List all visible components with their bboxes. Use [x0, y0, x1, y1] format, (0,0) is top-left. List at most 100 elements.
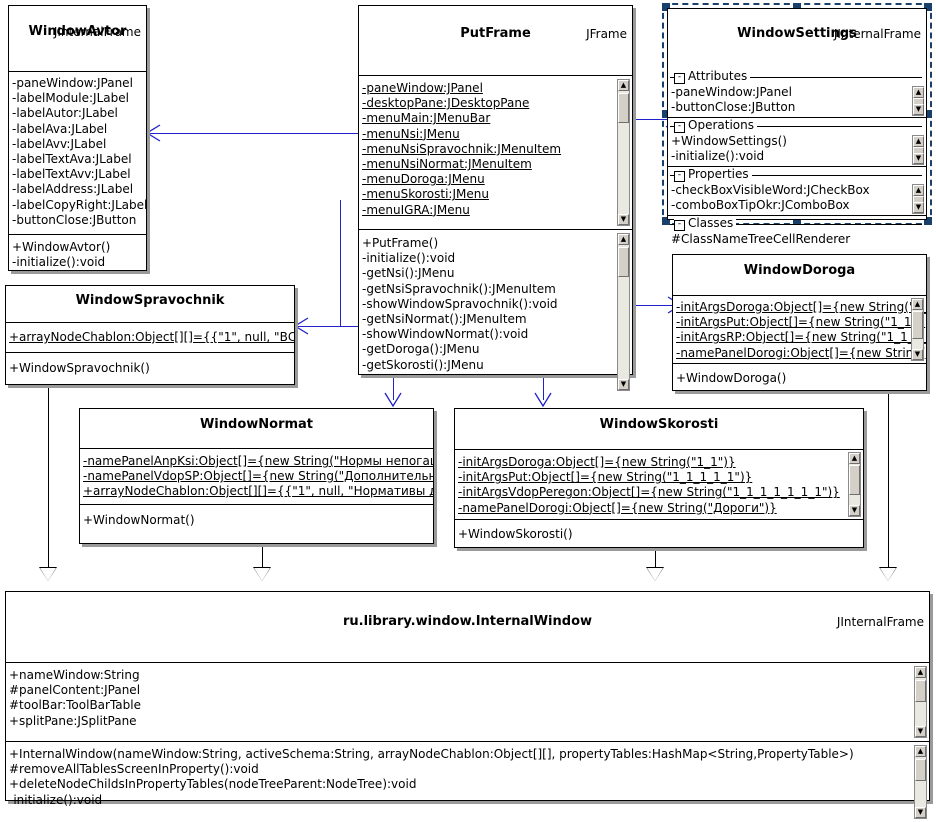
attribute-row: -menuSkorosti:JMenu [362, 187, 489, 202]
class-header-window-avtor: JInternalFrame WindowAvtor [9, 24, 146, 72]
class-name-label: WindowNormat [199, 417, 314, 432]
attributes-compartment-window-settings: -paneWindow:JPanel -buttonClose:JButton … [668, 85, 926, 118]
attributes-scrollbar-window-doroga[interactable]: ▲ ▼ [911, 298, 924, 361]
scrollbar-thumb[interactable] [849, 465, 860, 495]
scrollbar-thumb[interactable] [915, 680, 926, 702]
scroll-down-icon[interactable]: ▼ [913, 153, 924, 164]
group-header-operations[interactable]: -Operations [668, 118, 926, 134]
operations-compartment-window-normat: +WindowNormat() [80, 505, 433, 551]
operations-compartment-window-skorosti: +WindowSkorosti() [455, 520, 863, 555]
group-header-properties[interactable]: -Properties [668, 167, 926, 183]
scroll-down-icon[interactable]: ▼ [913, 202, 924, 213]
class-box-put-frame[interactable]: JFrame PutFrame -paneWindow:JPanel -desk… [358, 5, 633, 391]
scroll-up-icon[interactable]: ▲ [915, 667, 926, 678]
arrowhead-to-windownormat [384, 392, 402, 408]
collapse-toggle-icon[interactable]: - [674, 73, 685, 84]
class-box-window-doroga[interactable]: WindowDoroga -initArgsDoroga:Object[]={n… [672, 254, 927, 391]
scroll-down-icon[interactable]: ▼ [913, 104, 924, 115]
class-name-label: WindowSkorosti [599, 417, 719, 432]
attributes-compartment-window-doroga: -initArgsDoroga:Object[]={new String("1_… [673, 296, 926, 364]
class-box-window-skorosti[interactable]: WindowSkorosti -initArgsDoroga:Object[]=… [454, 408, 864, 548]
scroll-up-icon[interactable]: ▲ [913, 185, 924, 196]
attributes-scrollbar-window-settings[interactable]: ▲ ▼ [912, 86, 924, 116]
operation-row: +WindowSkorosti() [458, 527, 573, 541]
scrollbar-thumb[interactable] [618, 93, 629, 123]
scroll-down-icon[interactable]: ▼ [618, 214, 629, 225]
operations-scrollbar-put-frame[interactable]: ▲ ▼ [617, 233, 630, 391]
scroll-down-icon[interactable]: ▼ [849, 505, 860, 516]
attributes-scrollbar-put-frame[interactable]: ▲ ▼ [617, 79, 630, 226]
class-box-window-settings[interactable]: JInternalFrame WindowSettings -Attribute… [662, 3, 932, 246]
generalization-doroga-line [888, 390, 889, 567]
selection-handle-top-right[interactable] [924, 3, 932, 11]
selection-handle-top-left[interactable] [662, 3, 670, 11]
collapse-toggle-icon[interactable]: - [674, 220, 685, 231]
attributes-scrollbar-window-skorosti[interactable]: ▲ ▼ [848, 452, 861, 517]
selection-handle-bottom-right[interactable] [924, 217, 932, 225]
selection-handle-bottom-left[interactable] [662, 217, 670, 225]
operations-compartment-window-avtor: +WindowAvtor() -initialize():void [9, 235, 146, 289]
scroll-down-icon[interactable]: ▼ [915, 807, 926, 818]
group-header-classes[interactable]: -Classes [668, 216, 926, 232]
attribute-row: -buttonClose:JButton [671, 100, 796, 115]
properties-scrollbar-window-settings[interactable]: ▲ ▼ [912, 184, 924, 214]
class-box-window-avtor[interactable]: JInternalFrame WindowAvtor -paneWindow:J… [8, 5, 147, 271]
attribute-row: -labelTextAva:JLabel [12, 152, 132, 167]
operations-compartment-window-spravochnik: +WindowSpravochnik() [6, 353, 294, 391]
classes-compartment-window-settings: #ClassNameTreeCellRenderer [668, 232, 926, 250]
scroll-up-icon[interactable]: ▲ [912, 299, 923, 310]
scroll-up-icon[interactable]: ▲ [915, 746, 926, 757]
scroll-down-icon[interactable]: ▼ [915, 726, 926, 737]
class-box-internal-window[interactable]: JInternalFrame ru.library.window.Interna… [5, 591, 930, 819]
attributes-compartment-put-frame: -paneWindow:JPanel -desktopPane:JDesktop… [359, 76, 632, 230]
attribute-row: #panelContent:JPanel [9, 683, 141, 698]
group-label: Classes [688, 216, 734, 230]
attribute-row: -menuNsiNormat:JMenuItem [362, 157, 532, 172]
class-header-window-doroga: WindowDoroga [673, 263, 926, 296]
scroll-up-icon[interactable]: ▲ [913, 87, 924, 98]
stereotype-label: JInternalFrame [833, 27, 921, 41]
class-header-window-skorosti: WindowSkorosti [455, 417, 863, 450]
attribute-row: -initArgsRP:Object[]={new String("1_1_2_ [676, 330, 926, 345]
scrollbar-thumb[interactable] [915, 759, 926, 781]
attribute-row: #toolBar:ToolBarTable [9, 698, 141, 713]
selection-handle-middle-right[interactable] [924, 110, 932, 118]
operation-row: -getNsiSpravochnik():JMenuItem [362, 281, 556, 296]
scroll-down-icon[interactable]: ▼ [618, 379, 629, 390]
class-name-label: WindowSpravochnik [75, 293, 225, 308]
attributes-compartment-window-spravochnik: +arrayNodeChablon:Object[][]={{"1", null… [6, 323, 294, 353]
attribute-row: -buttonClose:JButton [12, 212, 137, 227]
class-box-window-normat[interactable]: WindowNormat -namePanelAnpKsi:Object[]={… [79, 408, 434, 544]
generalization-skorosti-line [655, 548, 656, 567]
selection-handle-bottom-center[interactable] [793, 217, 801, 225]
operations-scrollbar-window-settings[interactable]: ▲ ▼ [912, 135, 924, 165]
attribute-row: -labelModule:JLabel [12, 91, 129, 106]
generalization-normat-line [262, 544, 263, 567]
attribute-row: -initArgsDoroga:Object[]={new String("1_… [458, 455, 736, 469]
group-label: Properties [688, 167, 749, 181]
attributes-scrollbar-internal-window[interactable]: ▲ ▼ [914, 666, 927, 738]
scrollbar-thumb[interactable] [618, 247, 629, 277]
collapse-toggle-icon[interactable]: - [674, 122, 685, 133]
scroll-up-icon[interactable]: ▲ [913, 136, 924, 147]
class-body-window-settings: JInternalFrame WindowSettings -Attribute… [667, 8, 927, 246]
operations-scrollbar-internal-window[interactable]: ▲ ▼ [914, 745, 927, 819]
selection-handle-top-center[interactable] [793, 3, 801, 11]
dependency-putframe-spravochnik-vert [340, 200, 341, 326]
attribute-row: -menuDoroga:JMenu [362, 172, 485, 187]
class-box-window-spravochnik[interactable]: WindowSpravochnik +arrayNodeChablon:Obje… [5, 285, 295, 385]
attribute-row: +splitPane:JSplitPane [9, 713, 137, 728]
scroll-up-icon[interactable]: ▲ [618, 80, 629, 91]
stereotype-label: JInternalFrame [53, 25, 141, 39]
class-name-label: WindowSettings [737, 26, 857, 41]
group-header-attributes[interactable]: -Attributes [668, 69, 926, 85]
attribute-row: -namePanelDorogi:Object[]={new String(" [676, 345, 926, 360]
scrollbar-thumb[interactable] [912, 311, 923, 339]
collapse-toggle-icon[interactable]: - [674, 171, 685, 182]
selection-handle-middle-left[interactable] [662, 110, 670, 118]
scroll-up-icon[interactable]: ▲ [849, 453, 860, 464]
scroll-down-icon[interactable]: ▼ [912, 349, 923, 360]
attribute-row: -namePanelAnpKsi:Object[]={new String("Н… [83, 454, 433, 468]
scroll-up-icon[interactable]: ▲ [618, 234, 629, 245]
